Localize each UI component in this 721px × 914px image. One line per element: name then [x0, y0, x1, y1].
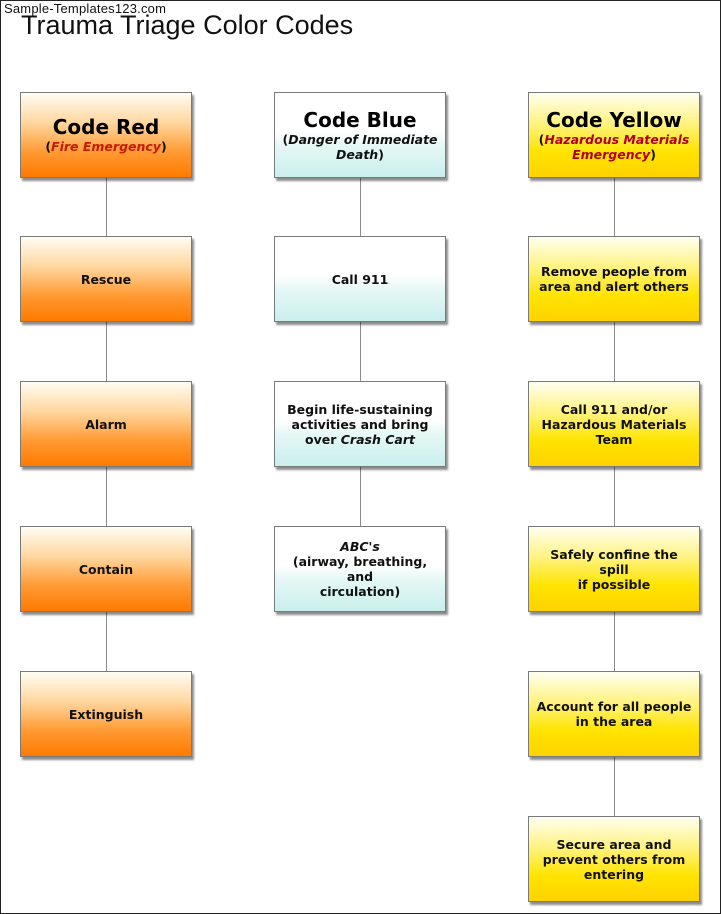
connector	[360, 178, 361, 236]
connector	[614, 612, 615, 671]
connector	[360, 322, 361, 381]
red-step-contain: Contain	[20, 526, 192, 612]
connector	[614, 757, 615, 816]
connector	[106, 467, 107, 526]
red-step-extinguish: Extinguish	[20, 671, 192, 757]
connector	[614, 178, 615, 236]
connector	[106, 322, 107, 381]
code-blue-title: Code Blue	[303, 107, 417, 132]
code-red-subtitle: (Fire Emergency)	[45, 139, 167, 154]
red-step-alarm: Alarm	[20, 381, 192, 467]
code-yellow-title: Code Yellow	[546, 107, 682, 132]
connector	[614, 467, 615, 526]
watermark: Sample-Templates123.com	[4, 1, 167, 16]
code-red-title: Code Red	[52, 115, 160, 139]
connector	[106, 178, 107, 236]
connector	[614, 322, 615, 381]
blue-step-call-911: Call 911	[274, 236, 446, 322]
page-title: Trauma Triage Color Codes	[21, 10, 354, 40]
connector	[360, 467, 361, 526]
connector	[106, 612, 107, 671]
red-step-rescue: Rescue	[20, 236, 192, 322]
code-red-header: Code Red (Fire Emergency)	[20, 92, 192, 178]
